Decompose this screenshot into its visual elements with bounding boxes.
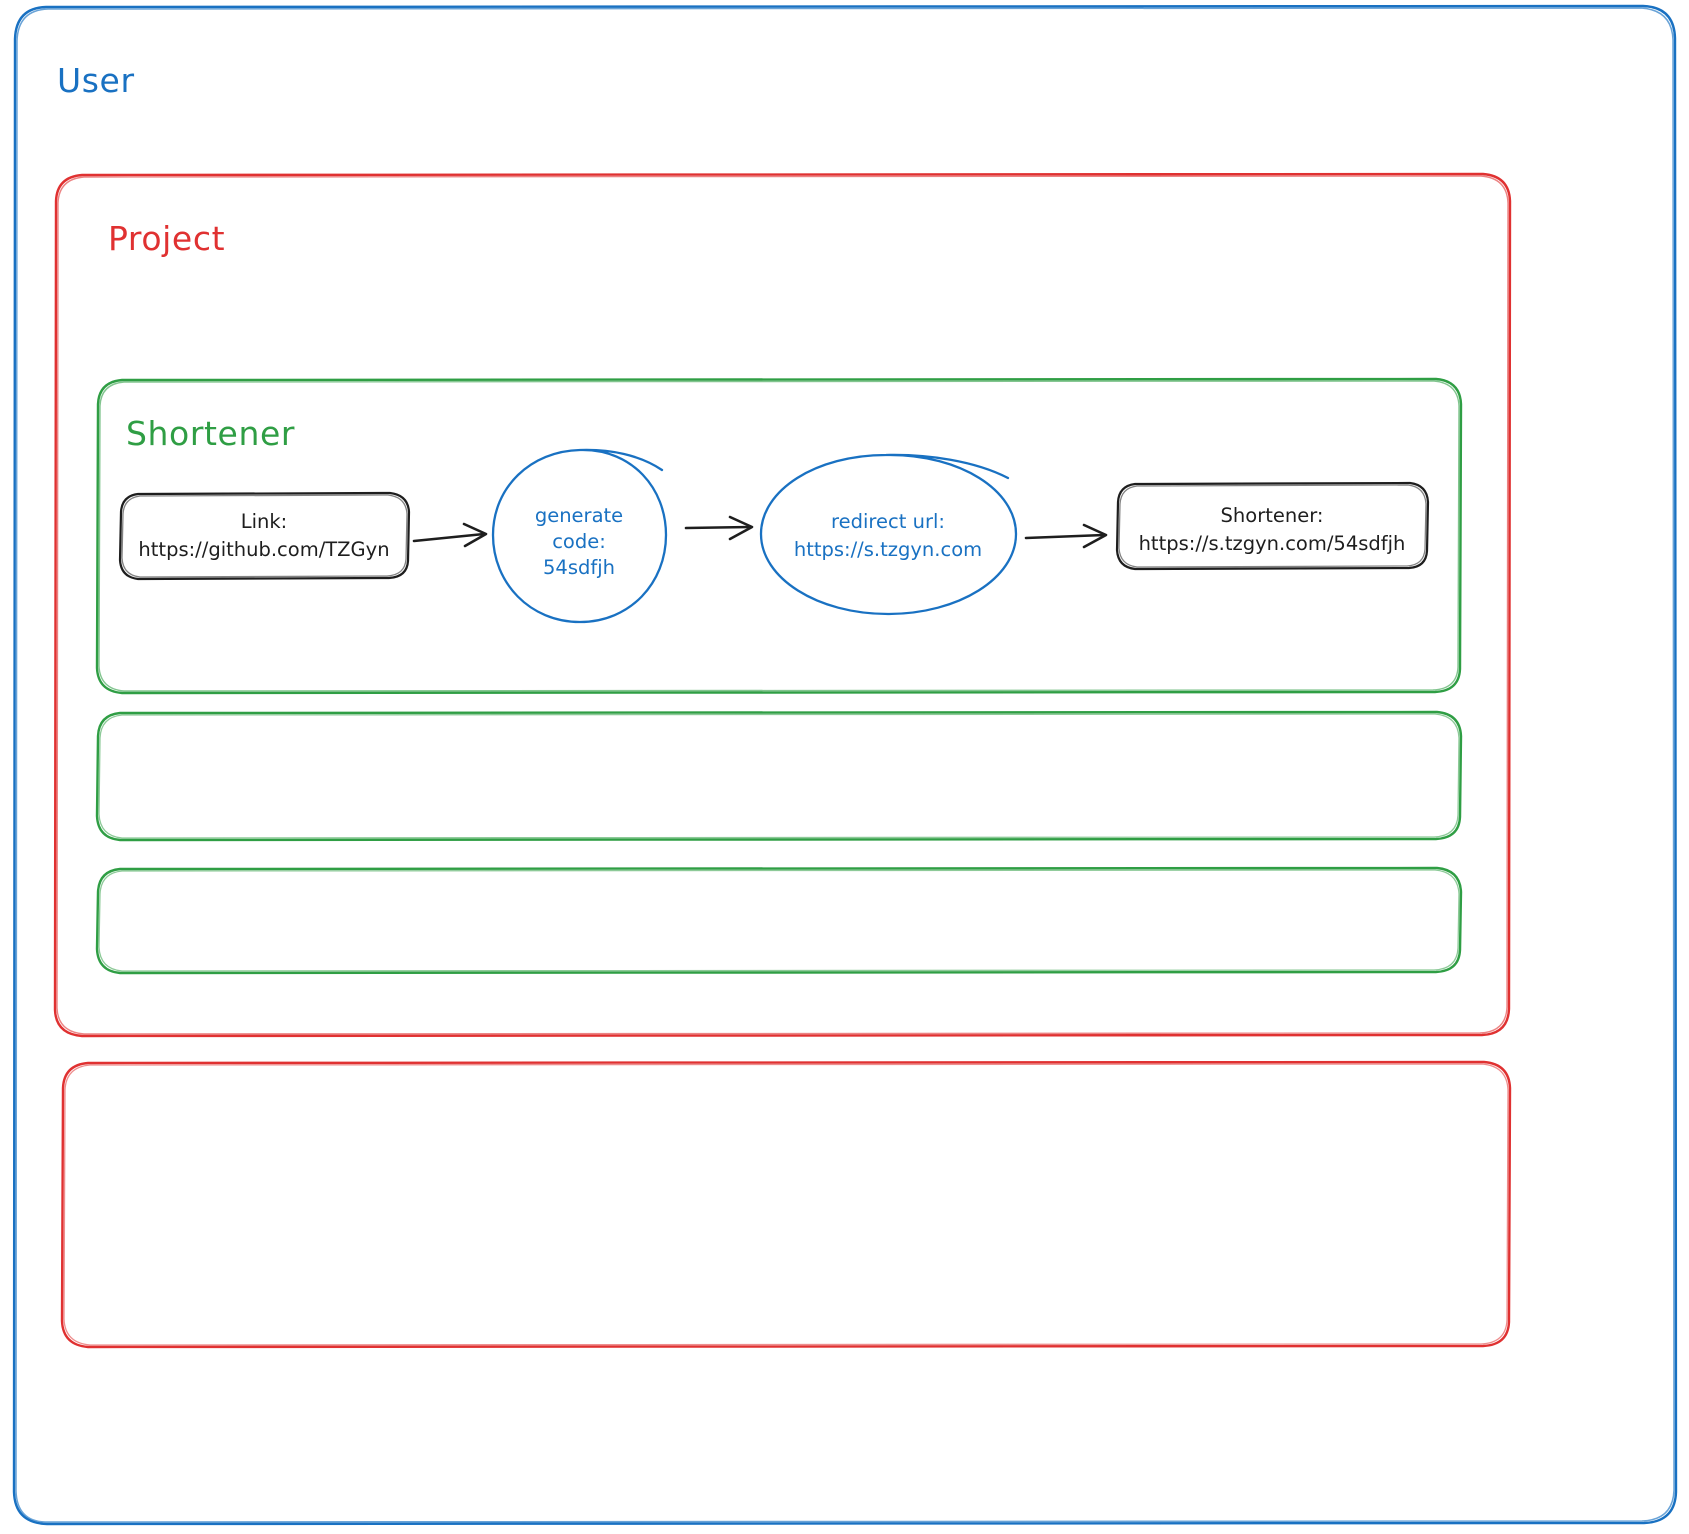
container-project-label: Project <box>108 219 225 258</box>
node-generate-code-line-3: 54sdfjh <box>543 556 615 579</box>
container-green-empty-2-outline <box>95 866 1463 975</box>
node-shortener-result-line-1: Shortener: <box>1221 504 1324 527</box>
container-shortener-label: Shortener <box>126 414 295 453</box>
node-redirect-url-line-1: redirect url: <box>831 510 945 533</box>
node-shortener-result[interactable] <box>1115 481 1430 571</box>
arrow-redirect-to-shortener <box>1024 523 1108 549</box>
node-redirect-url-outline <box>759 453 1018 616</box>
node-link-outline <box>118 491 411 581</box>
node-link[interactable] <box>118 491 411 581</box>
container-user-outline-2 <box>15 7 1675 1523</box>
node-shortener-result-outline-2 <box>1118 484 1427 568</box>
container-project-outline <box>53 172 1512 1038</box>
node-link-line-2: https://github.com/TZGyn <box>138 538 389 561</box>
node-shortener-result-outline <box>1115 481 1430 571</box>
container-shortener[interactable] <box>95 377 1463 695</box>
arrow-generate-to-redirect <box>684 515 754 541</box>
node-generate-code[interactable] <box>491 448 668 624</box>
container-red-empty-1-outline-2 <box>63 1063 1509 1346</box>
node-redirect-url-line-2: https://s.tzgyn.com <box>794 538 982 561</box>
container-green-empty-2-outline-2 <box>98 869 1460 972</box>
node-link-outline-2 <box>121 494 408 578</box>
container-red-empty-1[interactable] <box>60 1060 1512 1349</box>
container-user-label: User <box>57 61 135 100</box>
container-shortener-outline-2 <box>98 380 1460 692</box>
container-green-empty-1-outline-2 <box>98 713 1460 839</box>
node-shortener-result-line-2: https://s.tzgyn.com/54sdfjh <box>1139 532 1406 555</box>
container-project-outline-2 <box>56 175 1509 1035</box>
container-green-empty-2[interactable] <box>95 866 1463 975</box>
node-link-line-1: Link: <box>241 510 288 533</box>
node-redirect-url[interactable] <box>759 453 1018 616</box>
container-green-empty-1[interactable] <box>95 710 1463 842</box>
node-generate-code-line-2: code: <box>552 530 606 553</box>
container-user[interactable] <box>12 4 1678 1526</box>
node-generate-code-line-1: generate <box>535 504 623 527</box>
node-generate-code-outline <box>491 448 668 624</box>
container-green-empty-1-outline <box>95 710 1463 842</box>
container-shortener-outline <box>95 377 1463 695</box>
container-project[interactable] <box>53 172 1512 1038</box>
container-user-outline <box>12 4 1678 1526</box>
arrow-link-to-generate <box>412 522 488 548</box>
container-red-empty-1-outline <box>60 1060 1512 1349</box>
